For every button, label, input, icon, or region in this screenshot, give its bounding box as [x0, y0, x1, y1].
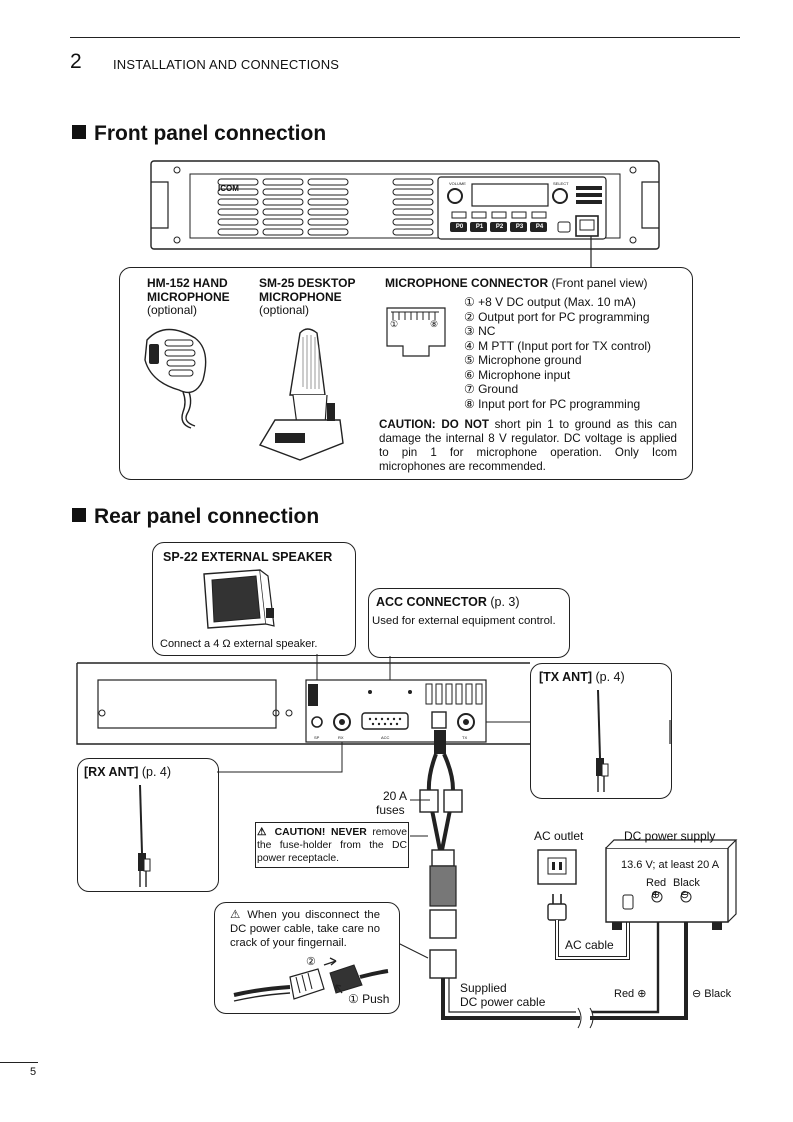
- rx-antenna-drawing: [138, 784, 151, 887]
- front-logo: ICOM: [218, 184, 239, 193]
- pin-2: ② Output port for PC programming: [464, 309, 650, 324]
- psu-spec: 13.6 V; at least 20 A: [621, 859, 720, 871]
- acc-note: Used for external equipment control.: [372, 615, 556, 627]
- header-rule: [70, 37, 740, 38]
- key-p2: P2: [495, 224, 504, 230]
- pin-7: ⑦ Ground: [464, 382, 519, 396]
- psu-red-label: Red: [646, 877, 667, 889]
- psu-black-label: Black: [673, 877, 700, 889]
- fuse-caution-text: ⚠ CAUTION! NEVER remove the fuse-holder …: [257, 827, 407, 864]
- sm25-line2: MICROPHONE: [259, 290, 342, 304]
- rear-panel-drawing: [76, 654, 738, 1029]
- disconnect-box: [214, 902, 400, 1014]
- pin-5: ⑤ Microphone ground: [464, 353, 582, 367]
- black-wire-label: ⊖ Black: [692, 988, 732, 1000]
- acc-box: [368, 588, 570, 658]
- hand-microphone-drawing: [144, 328, 207, 429]
- front-accessory-box: [119, 267, 693, 480]
- mic-caution-text: CAUTION: DO NOT short pin 1 to ground as…: [379, 418, 677, 473]
- tx-ant-title: [TX ANT] (p. 4): [539, 670, 625, 684]
- pin-8: ⑧ Input port for PC programming: [464, 396, 641, 411]
- pin-3: ③ NC: [464, 324, 496, 338]
- hm152-line2: MICROPHONE: [147, 290, 230, 304]
- tx-antenna-drawing: [596, 689, 609, 792]
- tx-port-label: TX: [462, 735, 468, 740]
- psu-minus-terminal: ⊖: [680, 889, 690, 901]
- acc-port-label: ACC: [381, 735, 390, 740]
- connector-release-drawing: [233, 957, 389, 1002]
- sp22-title: SP-22 EXTERNAL SPEAKER: [163, 550, 333, 564]
- key-p4: P4: [535, 224, 544, 230]
- rx-port-label: RX: [338, 735, 344, 740]
- pin-last-marker: ⑧: [430, 319, 439, 329]
- pin-4: ④ M PTT (Input port for TX control): [464, 338, 652, 353]
- fuses-line2: fuses: [376, 803, 405, 817]
- page-number: 5: [30, 1066, 37, 1078]
- sm25-line1: SM-25 DESKTOP: [259, 276, 356, 290]
- red-wire-label: Red ⊕: [614, 988, 647, 1000]
- volume-knob-label: VOLUME: [449, 181, 466, 186]
- rx-ant-title: [RX ANT] (p. 4): [84, 765, 172, 779]
- pin-1: ① +8 V DC output (Max. 10 mA): [464, 295, 636, 309]
- disconnect-text: ⚠ When you disconnect the DC power cable…: [230, 909, 380, 949]
- square-bullet-icon: [72, 508, 86, 522]
- psu-plus-terminal: ⊕: [651, 889, 661, 901]
- hm152-line1: HM-152 HAND: [147, 276, 228, 290]
- key-p1: P1: [475, 224, 484, 230]
- desk-microphone-drawing: [258, 328, 344, 461]
- front-panel-drawing: [150, 160, 660, 268]
- rear-section-title: Rear panel connection: [72, 505, 319, 529]
- chapter-number: 2: [70, 50, 82, 73]
- square-bullet-icon: [72, 125, 86, 139]
- dc-supply-label: DC power supply: [624, 829, 716, 843]
- select-knob-label: SELECT: [553, 181, 569, 186]
- sp-port-label: SP: [314, 735, 320, 740]
- speaker-drawing: [203, 569, 275, 629]
- disconnect-step1: ① Push: [348, 992, 390, 1006]
- acc-title: ACC CONNECTOR (p. 3): [376, 595, 520, 609]
- footer-rule: [0, 1062, 38, 1063]
- front-section-title: Front panel connection: [72, 122, 326, 146]
- supplied-line1: Supplied: [460, 981, 507, 995]
- pin-6: ⑥ Microphone input: [464, 367, 571, 382]
- tx-ant-box: [530, 663, 672, 799]
- sp22-note: Connect a 4 Ω external speaker.: [160, 638, 318, 650]
- sm25-line3: (optional): [259, 303, 310, 317]
- mic-connector-drawing: [386, 307, 446, 357]
- fuses-line1: 20 A: [382, 789, 408, 803]
- pin-first-marker: ①: [390, 319, 399, 329]
- mic-connector-heading: MICROPHONE CONNECTOR (Front panel view): [385, 276, 648, 290]
- fuse-caution-box: [255, 822, 409, 868]
- ac-outlet-label: AC outlet: [534, 829, 584, 843]
- supplied-line2: DC power cable: [460, 995, 546, 1009]
- disconnect-step2: ②: [306, 956, 316, 968]
- chapter-title: INSTALLATION AND CONNECTIONS: [113, 57, 340, 72]
- hm152-line3: (optional): [147, 303, 198, 317]
- ac-cable-label: AC cable: [565, 938, 614, 952]
- key-p0: P0: [455, 224, 464, 230]
- key-p3: P3: [515, 224, 524, 230]
